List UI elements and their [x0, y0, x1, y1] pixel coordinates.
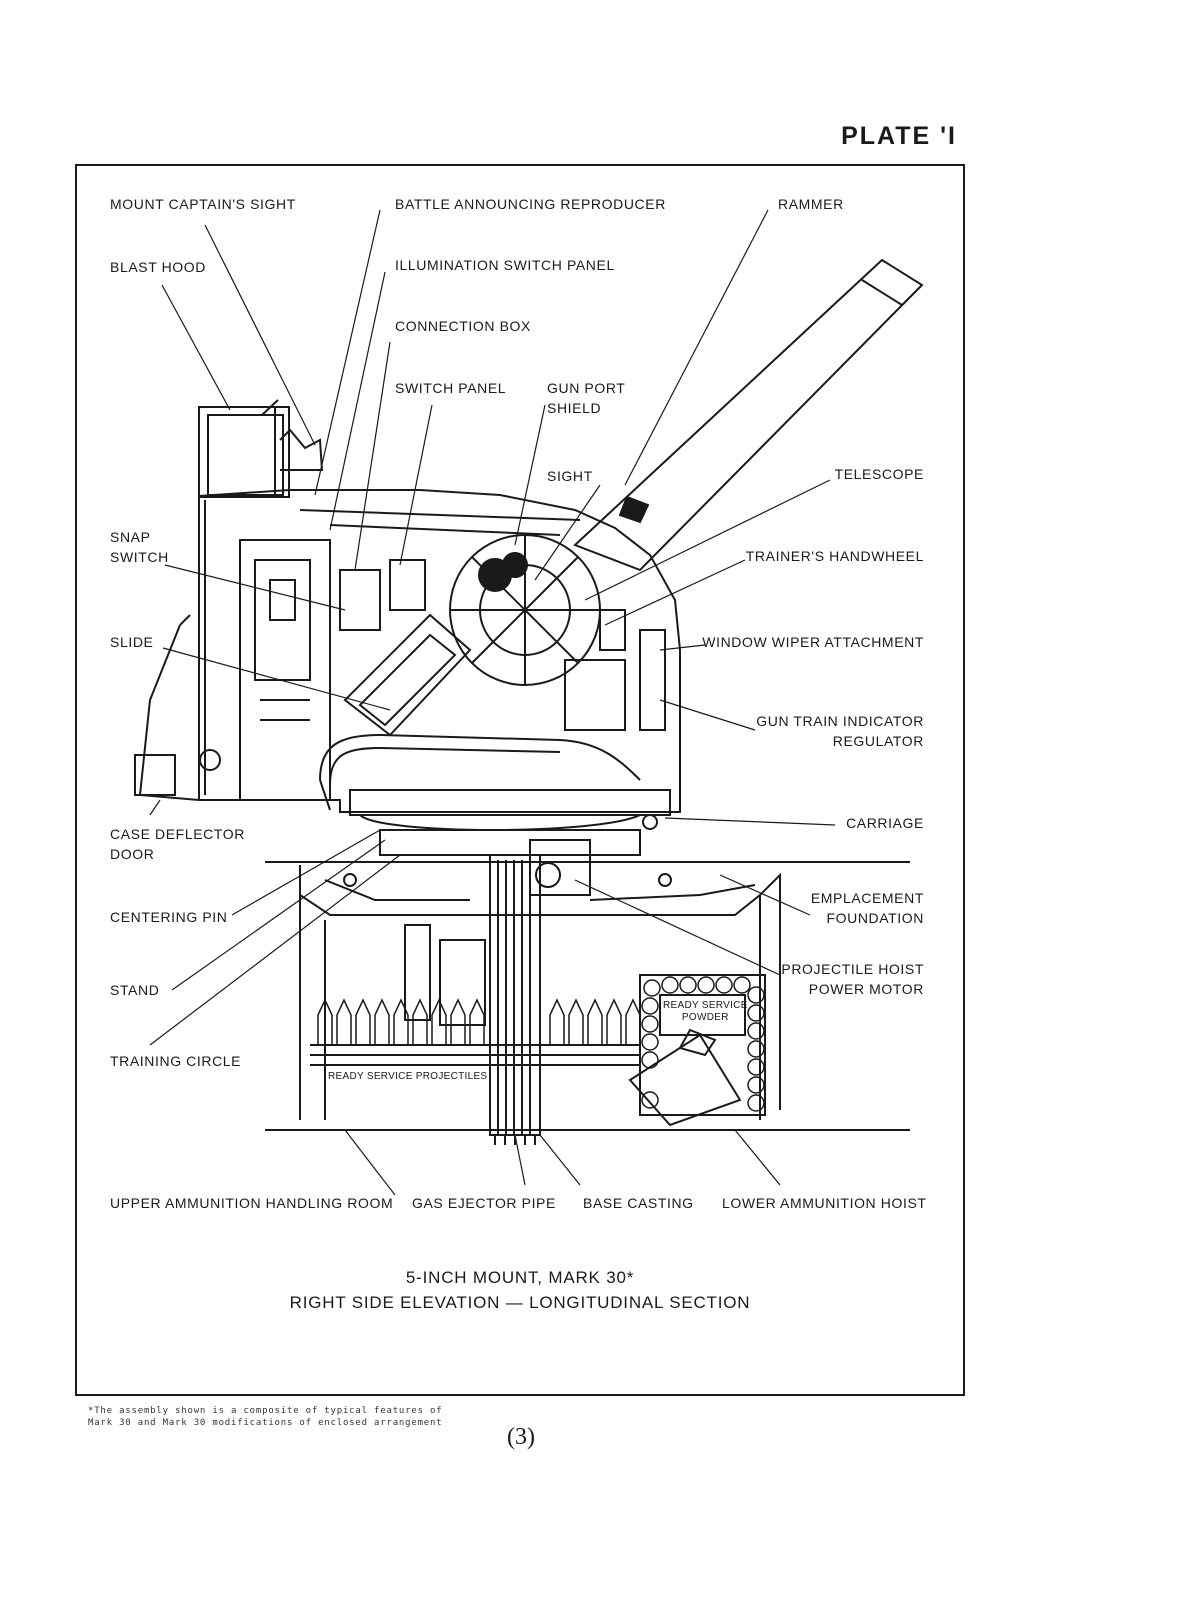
- leader-lines: [149, 209, 836, 1196]
- label-sight: SIGHT: [547, 468, 593, 484]
- footnote-line1: *The assembly shown is a composite of ty…: [88, 1406, 443, 1416]
- label-case-deflector-door: CASE DEFLECTOR DOOR: [110, 824, 245, 864]
- plate-number: PLATE 'I: [841, 122, 957, 150]
- label-projectile-hoist-line1: PROJECTILE HOIST: [781, 961, 924, 977]
- label-telescope: TELESCOPE: [834, 466, 924, 482]
- label-snap-switch-line2: SWITCH: [110, 549, 169, 565]
- label-window-wiper-attachment: WINDOW WIPER ATTACHMENT: [702, 634, 924, 650]
- label-snap-switch-line1: SNAP: [110, 529, 151, 545]
- label-gun-port-shield: GUN PORT SHIELD: [547, 378, 625, 418]
- label-case-deflector-door-line1: CASE DEFLECTOR: [110, 826, 245, 842]
- label-ready-service-powder-line1: READY SERVICE: [663, 1000, 748, 1011]
- label-emplacement-foundation-line2: FOUNDATION: [826, 910, 924, 926]
- label-connection-box: CONNECTION BOX: [395, 318, 531, 334]
- footnote-line2: Mark 30 and Mark 30 modifications of enc…: [88, 1418, 443, 1428]
- label-gun-port-shield-line2: SHIELD: [547, 400, 602, 416]
- caption-subtitle: RIGHT SIDE ELEVATION — LONGITUDINAL SECT…: [289, 1293, 751, 1312]
- label-blast-hood: BLAST HOOD: [110, 259, 206, 275]
- label-ready-service-powder-line2: POWDER: [681, 1012, 729, 1023]
- label-stand: STAND: [110, 982, 160, 998]
- label-rammer: RAMMER: [778, 196, 844, 212]
- ready-service-projectile-row: [317, 998, 641, 1045]
- plate-frame: [75, 164, 965, 1396]
- label-mount-captains-sight: MOUNT CAPTAIN'S SIGHT: [110, 196, 296, 212]
- label-gun-train-indicator-regulator: GUN TRAIN INDICATOR REGULATOR: [756, 711, 924, 751]
- label-projectile-hoist-line2: POWER MOTOR: [808, 981, 924, 997]
- label-projectile-hoist-power-motor: PROJECTILE HOIST POWER MOTOR: [781, 959, 924, 999]
- label-emplacement-foundation-line1: EMPLACEMENT: [810, 890, 924, 906]
- label-gas-ejector-pipe: GAS EJECTOR PIPE: [412, 1195, 556, 1211]
- label-training-circle: TRAINING CIRCLE: [110, 1053, 242, 1069]
- label-trainers-handwheel: TRAINER'S HANDWHEEL: [745, 548, 924, 564]
- page-number: (3): [507, 1424, 535, 1450]
- label-battle-announcing-reproducer: BATTLE ANNOUNCING REPRODUCER: [395, 196, 666, 212]
- label-emplacement-foundation: EMPLACEMENT FOUNDATION: [811, 888, 924, 928]
- label-ready-service-powder: READY SERVICE POWDER: [663, 1000, 748, 1024]
- label-lower-ammunition-hoist: LOWER AMMUNITION HOIST: [722, 1195, 927, 1211]
- footnote: *The assembly shown is a composite of ty…: [88, 1405, 442, 1429]
- label-illumination-switch-panel: ILLUMINATION SWITCH PANEL: [395, 257, 615, 273]
- label-upper-ammunition-handling-room: UPPER AMMUNITION HANDLING ROOM: [110, 1195, 394, 1211]
- label-slide: SLIDE: [110, 634, 154, 650]
- label-centering-pin: CENTERING PIN: [110, 909, 228, 925]
- label-ready-service-projectiles: READY SERVICE PROJECTILES: [328, 1071, 488, 1082]
- caption-title: 5-INCH MOUNT, MARK 30*: [405, 1268, 635, 1287]
- label-case-deflector-door-line2: DOOR: [110, 846, 155, 862]
- label-gun-port-shield-line1: GUN PORT: [547, 380, 626, 396]
- label-gun-train-indicator-line1: GUN TRAIN INDICATOR: [756, 713, 924, 729]
- gun-house: [134, 399, 910, 1145]
- label-base-casting: BASE CASTING: [583, 1195, 694, 1211]
- ready-service-powder-cans: [641, 976, 765, 1112]
- label-snap-switch: SNAP SWITCH: [110, 527, 169, 567]
- label-gun-train-indicator-line2: REGULATOR: [832, 733, 924, 749]
- label-switch-panel: SWITCH PANEL: [395, 380, 507, 396]
- label-carriage: CARRIAGE: [846, 815, 924, 831]
- gun-barrel: [573, 258, 924, 572]
